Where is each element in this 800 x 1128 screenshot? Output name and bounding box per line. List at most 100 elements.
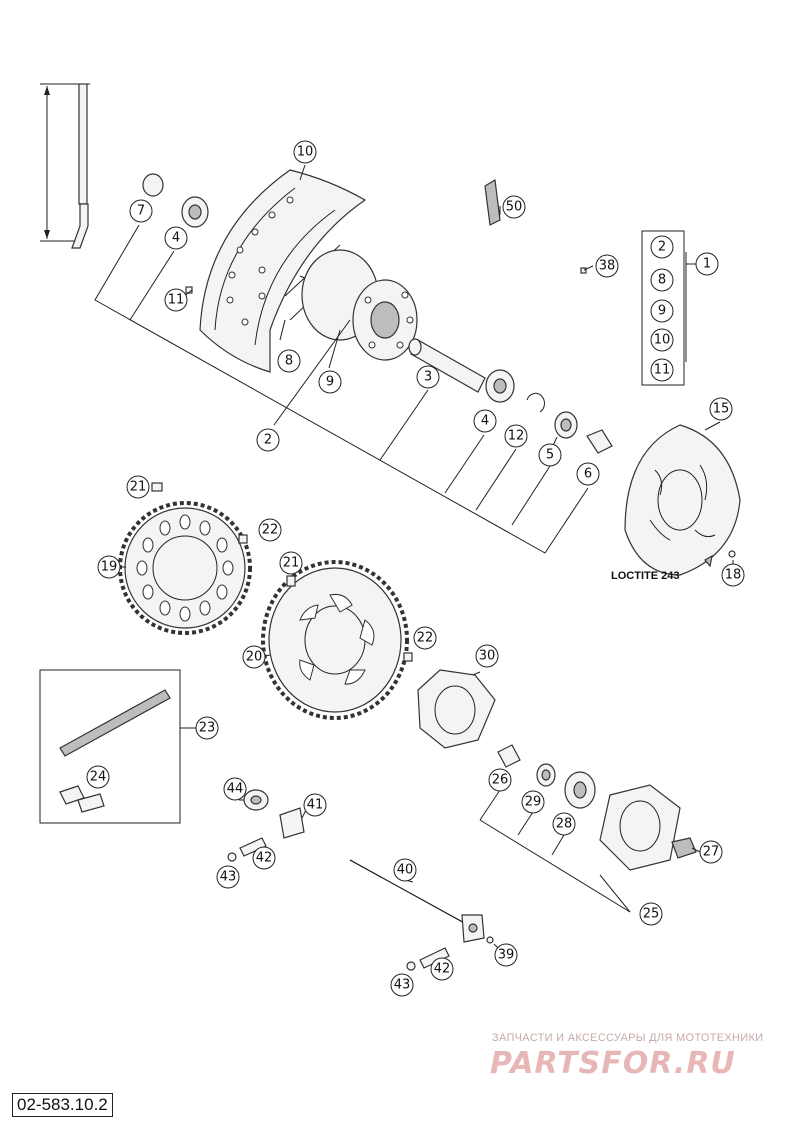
- callout-1: 1: [695, 252, 719, 276]
- chain-box: [39, 669, 181, 824]
- hub-drawing: [284, 244, 418, 361]
- svg-text:6: 6: [584, 467, 592, 482]
- svg-text:15: 15: [713, 402, 730, 417]
- sprocket-20-drawing: [261, 560, 409, 720]
- flange-30-drawing: [417, 669, 496, 749]
- callout-38: 38: [595, 254, 619, 278]
- callout-25: 25: [639, 902, 663, 926]
- valve-drawing: [484, 179, 501, 226]
- svg-text:19: 19: [101, 560, 118, 575]
- chain-drawing: [59, 689, 171, 757]
- svg-text:10: 10: [297, 145, 314, 160]
- svg-text:9: 9: [326, 375, 334, 390]
- callout-21-bottom: 21: [279, 551, 303, 575]
- bearing-drawings: [142, 173, 613, 454]
- callout-19: 19: [97, 555, 121, 579]
- callout-21-top: 21: [126, 475, 150, 499]
- callout-10: 10: [293, 140, 317, 164]
- svg-text:43: 43: [220, 870, 237, 885]
- brake-disc-drawing: [624, 424, 741, 576]
- watermark-tagline: ЗАПЧАСТИ И АКСЕССУАРЫ ДЛЯ МОТОТЕХНИКИ: [492, 1032, 764, 1044]
- svg-text:8: 8: [658, 273, 666, 288]
- callout-44: 44: [223, 777, 247, 801]
- callout-kit-11: 11: [650, 358, 674, 382]
- svg-text:29: 29: [525, 795, 542, 810]
- svg-text:43: 43: [394, 978, 411, 993]
- callout-43-bottom: 43: [390, 973, 414, 997]
- svg-text:50: 50: [506, 200, 523, 215]
- sprocket-carrier-drawing: [497, 744, 697, 871]
- svg-text:20: 20: [246, 650, 263, 665]
- callouts: 1 2 8 9 10 11 2 3 4 4 5 6 7 8 9 10 11 12…: [86, 140, 745, 997]
- callout-kit-10: 10: [650, 328, 674, 352]
- leader-lines: [94, 164, 734, 951]
- callout-28: 28: [552, 812, 576, 836]
- callout-4-left: 4: [164, 226, 188, 250]
- callout-4-right: 4: [473, 409, 497, 433]
- callout-7: 7: [129, 199, 153, 223]
- callout-kit-9: 9: [650, 299, 674, 323]
- callout-18: 18: [721, 563, 745, 587]
- svg-text:23: 23: [199, 721, 216, 736]
- document-code: 02-583.10.2: [12, 1093, 113, 1117]
- callout-26: 26: [488, 768, 512, 792]
- callout-kit-2: 2: [650, 235, 674, 259]
- callout-kit-8: 8: [650, 268, 674, 292]
- svg-text:27: 27: [703, 845, 720, 860]
- fastener-drawings: [227, 789, 450, 971]
- svg-text:24: 24: [90, 770, 107, 785]
- callout-22-top: 22: [258, 518, 282, 542]
- svg-text:2: 2: [658, 240, 666, 255]
- svg-text:12: 12: [508, 429, 525, 444]
- callout-42-top: 42: [252, 846, 276, 870]
- callout-24: 24: [86, 765, 110, 789]
- svg-text:5: 5: [546, 448, 554, 463]
- svg-text:42: 42: [434, 962, 451, 977]
- svg-text:30: 30: [479, 649, 496, 664]
- svg-text:11: 11: [654, 363, 671, 378]
- svg-text:3: 3: [424, 370, 432, 385]
- svg-text:7: 7: [137, 204, 145, 219]
- axle-drawing: [349, 859, 494, 944]
- callout-12: 12: [504, 424, 528, 448]
- callout-40: 40: [393, 858, 417, 882]
- callout-9: 9: [318, 370, 342, 394]
- svg-text:10: 10: [654, 333, 671, 348]
- callout-2: 2: [256, 428, 280, 452]
- svg-text:4: 4: [481, 414, 489, 429]
- svg-text:11: 11: [168, 293, 185, 308]
- callout-41: 41: [303, 793, 327, 817]
- svg-text:21: 21: [283, 556, 300, 571]
- svg-text:4: 4: [172, 231, 180, 246]
- spoke-drawing: [40, 83, 90, 249]
- callout-42-bottom: 42: [430, 957, 454, 981]
- svg-text:8: 8: [285, 354, 293, 369]
- svg-text:39: 39: [498, 948, 515, 963]
- svg-text:38: 38: [599, 259, 616, 274]
- callout-43-top: 43: [216, 865, 240, 889]
- callout-50: 50: [502, 195, 526, 219]
- svg-text:41: 41: [307, 798, 324, 813]
- callout-3: 3: [416, 365, 440, 389]
- callout-15: 15: [709, 397, 733, 421]
- loctite-label: LOCTITE 243: [611, 570, 680, 582]
- svg-text:28: 28: [556, 817, 573, 832]
- callout-29: 29: [521, 790, 545, 814]
- callout-23: 23: [195, 716, 219, 740]
- svg-text:40: 40: [397, 863, 414, 878]
- watermark-brand: PARTSFOR.RU: [490, 1046, 736, 1081]
- svg-text:1: 1: [703, 257, 711, 272]
- sprocket-19-drawing: [118, 501, 252, 635]
- rim-drawing: [199, 169, 367, 373]
- callout-8: 8: [277, 349, 301, 373]
- svg-text:2: 2: [264, 433, 272, 448]
- callout-39: 39: [494, 943, 518, 967]
- callout-22-bottom: 22: [413, 626, 437, 650]
- callout-27: 27: [699, 840, 723, 864]
- svg-text:22: 22: [417, 631, 434, 646]
- callout-11: 11: [164, 288, 188, 312]
- svg-text:25: 25: [643, 907, 660, 922]
- callout-20: 20: [242, 645, 266, 669]
